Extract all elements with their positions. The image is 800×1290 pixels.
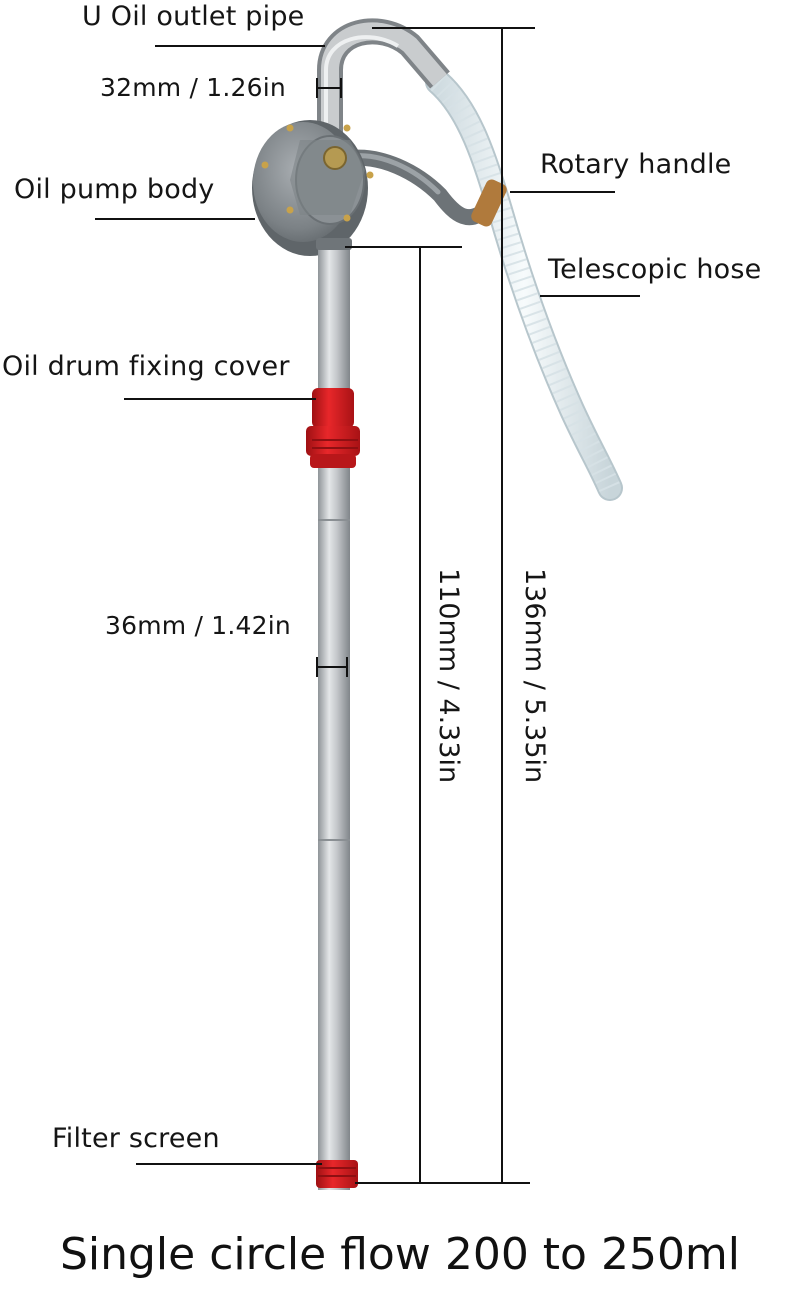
label-tube-length: 110mm / 4.33in (433, 568, 464, 784)
label-tube-width: 36mm / 1.42in (105, 611, 291, 640)
label-pump-body: Oil pump body (14, 174, 215, 205)
telescopic-hose (425, 69, 623, 501)
filter-screen (316, 1160, 358, 1188)
label-total-length: 136mm / 5.35in (519, 568, 550, 784)
label-outlet-width: 32mm / 1.26in (100, 73, 286, 102)
label-fixing-cover: Oil drum fixing cover (2, 351, 290, 382)
drum-fixing-cover (306, 388, 360, 468)
label-telescopic-hose: Telescopic hose (548, 254, 762, 285)
leader-lines (95, 45, 640, 1165)
label-filter-screen: Filter screen (52, 1123, 220, 1154)
flow-caption: Single circle flow 200 to 250ml (59, 1229, 741, 1280)
u-outlet-pipe (317, 18, 450, 140)
label-outlet-pipe: U Oil outlet pipe (82, 1, 305, 32)
suction-tube (316, 238, 352, 1190)
label-rotary-handle: Rotary handle (540, 149, 732, 180)
dimension-lines (316, 27, 535, 1184)
pump-body (252, 120, 374, 256)
